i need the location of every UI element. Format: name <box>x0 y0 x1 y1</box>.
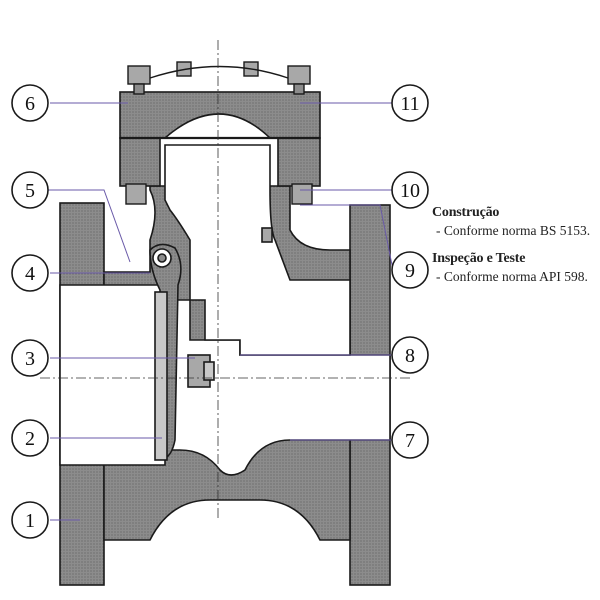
callout-5: 5 <box>11 171 49 209</box>
bolts <box>125 61 313 205</box>
callout-11: 11 <box>391 84 429 122</box>
leader-lines <box>48 102 395 521</box>
bore <box>59 144 391 476</box>
bolt-nut-lower-left <box>125 183 147 205</box>
svg-text:9: 9 <box>405 260 415 282</box>
construction-text: - Conforme norma BS 5153. <box>436 223 591 238</box>
svg-text:3: 3 <box>25 348 35 370</box>
construction-title: Construção <box>432 205 500 220</box>
center-lines <box>40 40 410 520</box>
bonnet-dome <box>162 113 272 139</box>
inspection-text: - Conforme norma API 598. <box>436 269 588 284</box>
svg-text:11: 11 <box>400 93 419 115</box>
bolt-nut-lower-right <box>291 183 313 205</box>
svg-text:5: 5 <box>25 180 35 202</box>
bolt-nut-left <box>127 65 151 85</box>
svg-text:1: 1 <box>25 510 35 532</box>
svg-text:7: 7 <box>405 430 415 452</box>
callout-7: 7 <box>391 421 429 459</box>
bonnet <box>119 91 321 187</box>
bolt-nut-right <box>287 65 311 85</box>
disc <box>154 291 168 461</box>
inspection-title: Inspeção e Teste <box>432 251 526 266</box>
body-cavity <box>164 144 351 356</box>
bonnet-neck <box>119 137 161 187</box>
callout-10: 10 <box>391 171 429 209</box>
spec-notes: Construção - Conforme norma BS 5153. Ins… <box>432 204 598 296</box>
svg-text:6: 6 <box>25 93 35 115</box>
stud <box>261 227 273 243</box>
disc-assembly <box>149 227 273 461</box>
svg-text:8: 8 <box>405 345 415 367</box>
bore-passage <box>59 284 391 476</box>
callout-8: 8 <box>391 336 429 374</box>
callout-9: 9 <box>391 251 429 289</box>
svg-text:10: 10 <box>400 180 420 202</box>
callout-4: 4 <box>11 254 49 292</box>
bonnet-neck-right <box>277 137 321 187</box>
svg-text:2: 2 <box>25 428 35 450</box>
callout-1: 1 <box>11 501 49 539</box>
svg-text:4: 4 <box>25 263 35 285</box>
callout-3: 3 <box>11 339 49 377</box>
callouts: 1 2 3 4 5 6 7 8 9 10 11 <box>11 84 429 539</box>
callout-6: 6 <box>11 84 49 122</box>
callout-2: 2 <box>11 419 49 457</box>
